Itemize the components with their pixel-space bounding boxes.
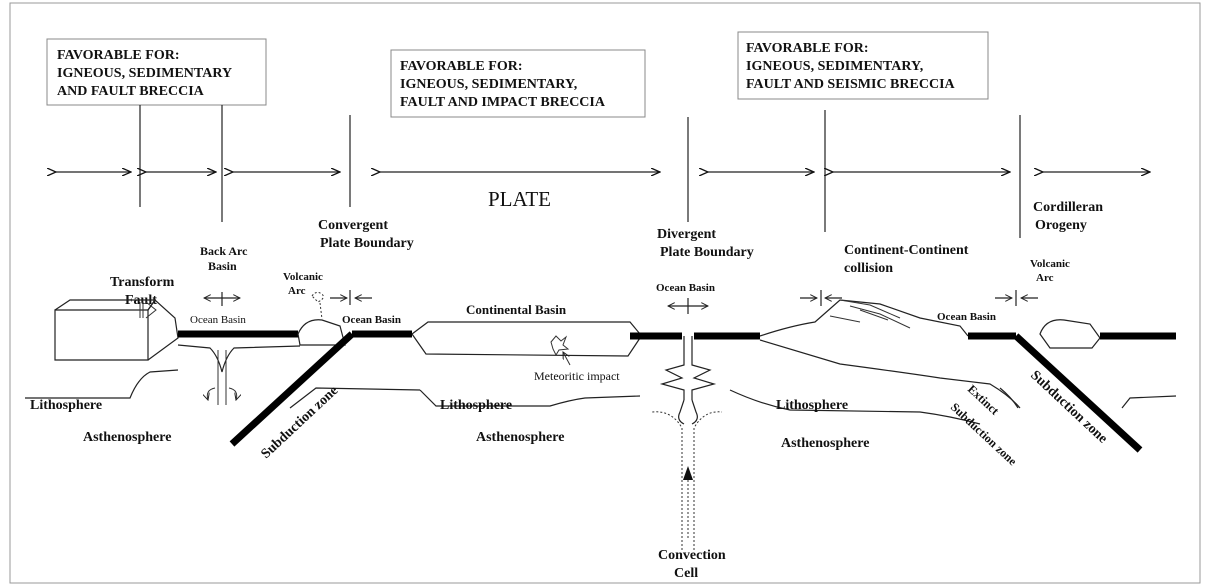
convergent-label-2: Plate Boundary xyxy=(320,236,414,251)
volcanic-arc-left-label-1: Volcanic xyxy=(283,271,323,283)
lithosphere-label-2: Lithosphere xyxy=(440,398,512,413)
favorable-box-middle-line3: FAULT AND IMPACT BRECCIA xyxy=(400,95,606,110)
favorable-box-right-line3: FAULT AND SEISMIC BRECCIA xyxy=(746,77,956,92)
asthenosphere-label-1: Asthenosphere xyxy=(83,430,171,445)
cordilleran-label-2: Orogeny xyxy=(1035,218,1087,233)
back-arc-label-1: Back Arc xyxy=(200,244,248,258)
ocean-basin-label-2: Ocean Basin xyxy=(342,314,401,326)
favorable-box-left-line3: AND FAULT BRECCIA xyxy=(57,84,205,99)
ocean-basin-label-3: Ocean Basin xyxy=(656,282,715,294)
continental-basin-label: Continental Basin xyxy=(466,302,567,317)
favorable-box-middle-line2: IGNEOUS, SEDIMENTARY, xyxy=(400,77,577,92)
favorable-box-right-line2: IGNEOUS, SEDIMENTARY, xyxy=(746,59,923,74)
divergent-label-2: Plate Boundary xyxy=(660,245,754,260)
continent-collision-label-1: Continent-Continent xyxy=(844,243,969,258)
divergent-label-1: Divergent xyxy=(657,227,716,242)
cross-section: Meteoritic impact Convection Cell xyxy=(54,291,1177,581)
asthenosphere-label-2: Asthenosphere xyxy=(476,430,564,445)
favorable-box-left: FAVORABLE FOR: IGNEOUS, SEDIMENTARY AND … xyxy=(46,38,267,106)
favorable-box-left-line1: FAVORABLE FOR: xyxy=(57,48,180,63)
subduction-zone-left-label: Subduction zone xyxy=(258,383,341,462)
favorable-box-middle-line1: FAVORABLE FOR: xyxy=(400,59,523,74)
ocean-basin-label-4: Ocean Basin xyxy=(937,311,996,323)
convergent-label-1: Convergent xyxy=(318,218,388,233)
figure-border xyxy=(9,2,1201,584)
meteoritic-impact-label: Meteoritic impact xyxy=(534,369,620,383)
lithosphere-label-3: Lithosphere xyxy=(776,398,848,413)
continent-collision-label-2: collision xyxy=(844,261,893,276)
cordilleran-label-1: Cordilleran xyxy=(1033,200,1103,215)
lithosphere-boundaries xyxy=(25,369,981,425)
convection-label-1: Convection xyxy=(658,548,726,563)
transform-label-1: Transform xyxy=(110,275,175,290)
plate-label: PLATE xyxy=(488,187,551,211)
favorable-box-left-line2: IGNEOUS, SEDIMENTARY xyxy=(57,66,232,81)
spreading-arrows xyxy=(204,290,1038,314)
favorable-box-right: FAVORABLE FOR: IGNEOUS, SEDIMENTARY, FAU… xyxy=(737,31,989,100)
volcanic-arc-right-label-2: Arc xyxy=(1036,272,1054,284)
favorable-box-middle: FAVORABLE FOR: IGNEOUS, SEDIMENTARY, FAU… xyxy=(390,49,646,118)
volcanic-arc-left-label-2: Arc xyxy=(288,285,306,297)
favorable-box-right-line1: FAVORABLE FOR: xyxy=(746,41,869,56)
volcanic-arc-right-label-1: Volcanic xyxy=(1030,258,1070,270)
lithosphere-label-1: Lithosphere xyxy=(30,398,102,413)
extinct-label-2: Subduction zone xyxy=(948,400,1020,469)
asthenosphere-label-3: Asthenosphere xyxy=(781,436,869,451)
back-arc-label-2: Basin xyxy=(208,259,237,273)
convection-label-2: Cell xyxy=(674,566,698,581)
ocean-basin-label-1: Ocean Basin xyxy=(190,314,246,326)
